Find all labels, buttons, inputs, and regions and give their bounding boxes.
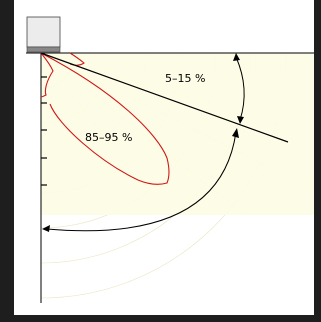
angle-arrow-main [42, 128, 239, 232]
main-lobe-outline [40, 52, 170, 185]
axis-ticks [41, 76, 47, 186]
source-box [26, 16, 61, 48]
arrowhead-down [237, 116, 244, 124]
arrowhead-upper-right [232, 128, 239, 138]
source-base [26, 46, 61, 53]
arrowhead-left [42, 225, 50, 232]
arrowhead-up [233, 53, 240, 61]
beam-line [40, 52, 289, 143]
angle-arrow-side [233, 53, 245, 124]
side-lobe-label: 5–15 % [165, 72, 205, 85]
main-lobe-label: 85–95 % [85, 131, 132, 144]
sound-source [26, 16, 61, 53]
